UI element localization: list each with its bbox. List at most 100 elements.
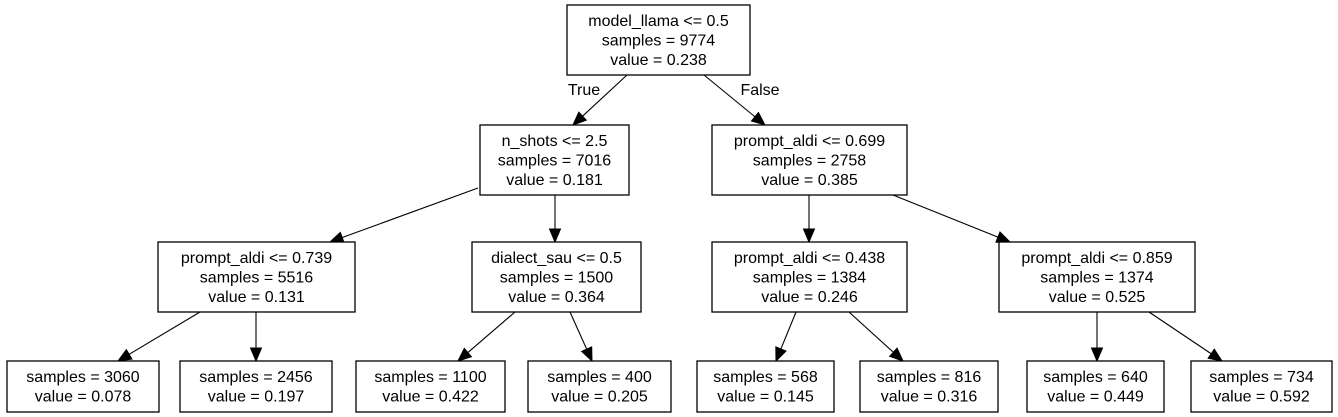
node-value-text: value = 0.592 <box>1213 389 1310 406</box>
node-samples-text: samples = 7016 <box>498 152 612 169</box>
node-samples-text: samples = 5516 <box>200 269 314 286</box>
edge-n1-to-n3 <box>328 187 479 244</box>
edge-n5-to-l6 <box>848 311 904 362</box>
node-samples-text: samples = 400 <box>547 369 652 386</box>
nodes-layer: model_llama <= 0.5 samples = 9774 value = … <box>6 4 1333 413</box>
node-samples-text: samples = 1384 <box>753 269 867 286</box>
node-split-rule: model_llama <= 0.5 <box>588 13 729 30</box>
edge-n5-to-l5 <box>775 311 797 363</box>
edge-label-true: True <box>568 82 600 99</box>
node-samples-text: samples = 2456 <box>199 369 313 386</box>
arrowhead-icon <box>750 111 766 126</box>
node-samples-text: samples = 816 <box>877 369 982 386</box>
edge-line <box>342 187 479 239</box>
split-node-n5: prompt_aldi <= 0.438 samples = 1384 value … <box>711 241 908 313</box>
edge-n2-to-n5 <box>802 195 816 244</box>
node-value-text: value = 0.181 <box>506 172 603 189</box>
node-value-text: value = 0.449 <box>1047 389 1144 406</box>
arrowhead-icon <box>802 228 816 244</box>
node-samples-text: samples = 640 <box>1043 369 1148 386</box>
leaf-node-l1: samples = 3060 value = 0.078 <box>6 360 160 413</box>
arrowhead-icon <box>1090 347 1104 363</box>
edge-n3-to-l1 <box>116 311 201 362</box>
node-value-text: value = 0.078 <box>35 389 132 406</box>
node-samples-text: samples = 734 <box>1209 369 1314 386</box>
edge-n6-to-l7 <box>1090 312 1104 363</box>
arrowhead-icon <box>116 348 133 362</box>
node-split-rule: n_shots <= 2.5 <box>502 133 608 150</box>
split-node-root: model_llama <= 0.5 samples = 9774 value = … <box>566 4 751 76</box>
node-box <box>1190 360 1333 413</box>
node-samples-text: samples = 1500 <box>500 269 614 286</box>
node-box <box>711 124 908 196</box>
node-box <box>179 360 333 413</box>
leaf-node-l8: samples = 734 value = 0.592 <box>1190 360 1333 413</box>
arrowhead-icon <box>328 231 345 244</box>
node-split-rule: dialect_sau <= 0.5 <box>491 250 622 267</box>
node-box <box>566 4 751 76</box>
node-box <box>527 360 672 413</box>
edge-n4-to-l3 <box>457 311 516 362</box>
node-samples-text: samples = 3060 <box>26 369 140 386</box>
arrowhead-icon <box>580 346 593 363</box>
arrowhead-icon <box>548 228 562 244</box>
edge-label-false: False <box>740 82 779 99</box>
node-split-rule: prompt_aldi <= 0.438 <box>734 250 885 267</box>
node-samples-text: samples = 1374 <box>1040 269 1154 286</box>
arrowhead-icon <box>249 347 263 363</box>
node-samples-text: samples = 2758 <box>753 152 867 169</box>
node-box <box>1026 360 1165 413</box>
edge-n6-to-l8 <box>1148 311 1224 362</box>
node-value-text: value = 0.246 <box>761 289 858 306</box>
edge-line <box>128 311 201 355</box>
edge-root-to-n2: False <box>703 74 780 126</box>
node-box <box>696 360 835 413</box>
node-box <box>355 360 506 413</box>
leaf-node-l6: samples = 816 value = 0.316 <box>859 360 999 413</box>
arrowhead-icon <box>995 231 1012 243</box>
node-value-text: value = 0.238 <box>610 52 707 69</box>
edges-layer: True False <box>116 74 1224 363</box>
edge-line <box>569 311 588 350</box>
arrowhead-icon <box>572 111 588 126</box>
node-box <box>859 360 999 413</box>
edge-n3-to-l2 <box>249 312 263 363</box>
edge-line <box>582 74 628 117</box>
edge-line <box>467 311 516 353</box>
leaf-node-l5: samples = 568 value = 0.145 <box>696 360 835 413</box>
node-value-text: value = 0.197 <box>208 389 305 406</box>
node-box <box>471 241 642 313</box>
node-value-text: value = 0.525 <box>1049 289 1146 306</box>
node-box <box>711 241 908 313</box>
edge-n4-to-l4 <box>569 311 593 363</box>
arrowhead-icon <box>1207 348 1224 362</box>
node-samples-text: samples = 1100 <box>374 369 486 386</box>
node-samples-text: samples = 9774 <box>602 32 716 49</box>
edge-line <box>892 194 999 238</box>
node-value-text: value = 0.131 <box>208 289 305 306</box>
edge-line <box>848 311 894 353</box>
node-samples-text: samples = 568 <box>713 369 818 386</box>
node-box <box>998 241 1196 313</box>
edge-line <box>703 74 756 118</box>
split-node-n1: n_shots <= 2.5 samples = 7016 value = 0.18… <box>479 124 630 196</box>
leaf-node-l7: samples = 640 value = 0.449 <box>1026 360 1165 413</box>
node-value-text: value = 0.316 <box>881 389 978 406</box>
edge-n1-to-n4 <box>548 195 562 244</box>
leaf-node-l3: samples = 1100 value = 0.422 <box>355 360 506 413</box>
node-value-text: value = 0.145 <box>717 389 814 406</box>
node-value-text: value = 0.364 <box>508 289 605 306</box>
edge-root-to-n1: True <box>568 74 628 126</box>
node-value-text: value = 0.422 <box>382 389 479 406</box>
node-split-rule: prompt_aldi <= 0.739 <box>181 250 332 267</box>
edge-line <box>1148 311 1212 355</box>
split-node-n4: dialect_sau <= 0.5 samples = 1500 value = … <box>471 241 642 313</box>
node-box <box>479 124 630 196</box>
node-box <box>6 360 160 413</box>
arrowhead-icon <box>775 346 787 363</box>
node-box <box>157 241 356 313</box>
